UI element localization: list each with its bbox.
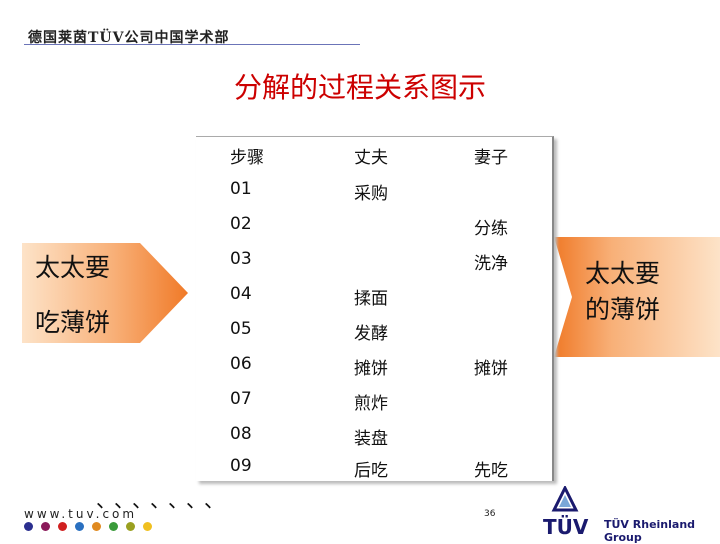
process-table: 步骤 丈夫 妻子 01 采购 02 分练 03 洗净 04 揉面 05 发酵 0… [196, 136, 554, 481]
tuv-triangle-icon [551, 486, 579, 512]
table-row: 06 摊饼 摊饼 [196, 348, 552, 382]
table-row: 03 洗净 [196, 243, 552, 277]
table-row: 02 分练 [196, 208, 552, 242]
wife-cell: 洗净 [474, 254, 508, 274]
left-arrow-line2: 吃薄饼 [35, 308, 111, 337]
husband-cell: 发酵 [354, 324, 388, 344]
table-row: 08 装盘 [196, 418, 552, 452]
dot-icon [75, 522, 84, 531]
step-cell: 05 [230, 319, 252, 339]
table-row: 07 煎炸 [196, 383, 552, 417]
husband-cell: 后吃 [354, 461, 388, 481]
left-arrow-line1: 太太要 [35, 253, 111, 282]
step-cell: 07 [230, 389, 252, 409]
dot-icon [41, 522, 50, 531]
table-header-row: 步骤 丈夫 妻子 [196, 137, 552, 171]
wife-cell: 先吃 [474, 461, 508, 481]
husband-cell: 煎炸 [354, 394, 388, 414]
dot-icon [143, 522, 152, 531]
decorative-commas: 、、、、、、、 [96, 488, 232, 512]
step-cell: 03 [230, 249, 252, 269]
wife-cell: 摊饼 [474, 359, 508, 379]
header-divider [24, 44, 360, 45]
table-row: 04 揉面 [196, 278, 552, 312]
website-link[interactable]: www.tuv.com [24, 507, 138, 521]
left-arrow-shape [22, 243, 188, 343]
right-panel-shape [554, 237, 720, 357]
table-row: 05 发酵 [196, 313, 552, 347]
dot-icon [109, 522, 118, 531]
husband-cell: 揉面 [354, 289, 388, 309]
table-row: 01 采购 [196, 173, 552, 207]
header-step: 步骤 [230, 148, 264, 168]
dot-icon [58, 522, 67, 531]
husband-cell: 采购 [354, 184, 388, 204]
header-husband: 丈夫 [354, 148, 388, 168]
step-cell: 09 [230, 456, 252, 476]
table-row: 09 后吃 先吃 [196, 450, 552, 484]
step-cell: 02 [230, 214, 252, 234]
header-title: 德国莱茵TÜV公司中国学术部 [28, 30, 230, 46]
dot-icon [126, 522, 135, 531]
husband-cell: 摊饼 [354, 359, 388, 379]
step-cell: 01 [230, 179, 252, 199]
dot-icon [92, 522, 101, 531]
right-panel-line2: 的薄饼 [585, 295, 661, 324]
dot-icon [24, 522, 33, 531]
slide-title: 分解的过程关系图示 [233, 71, 486, 104]
step-cell: 04 [230, 284, 252, 304]
company-name: TÜV Rheinland Group [604, 518, 696, 544]
right-panel-line1: 太太要 [585, 259, 661, 288]
wife-cell: 分练 [474, 219, 508, 239]
step-cell: 08 [230, 424, 252, 444]
tuv-logo-text: TÜV [543, 515, 589, 539]
page-number: 36 [484, 509, 496, 519]
step-cell: 06 [230, 354, 252, 374]
header-wife: 妻子 [474, 148, 508, 168]
husband-cell: 装盘 [354, 429, 388, 449]
